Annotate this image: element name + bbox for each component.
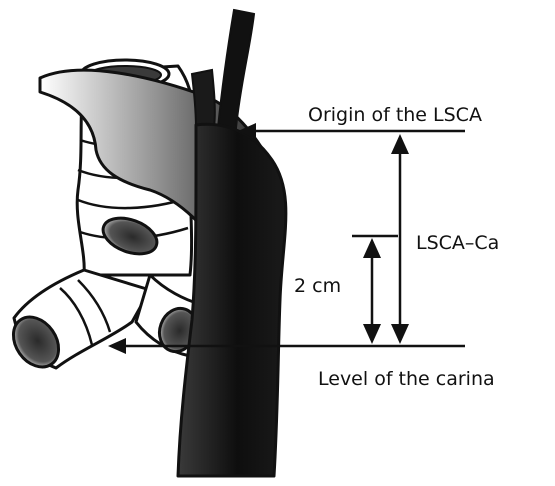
left-carotid-artery [192,70,215,130]
carina-label: Level of the carina [318,368,495,390]
two-cm-label: 2 cm [294,275,341,297]
origin-label: Origin of the LSCA [308,104,482,126]
left-subclavian-artery [218,10,254,128]
lsca-ca-label: LSCA–Ca [416,232,499,254]
carina-arrowhead [108,338,126,354]
